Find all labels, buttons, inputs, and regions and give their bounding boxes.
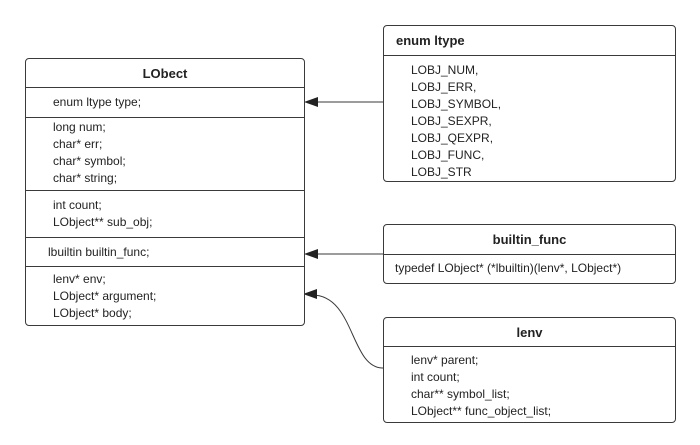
enum-ltype-values: LOBJ_NUM, LOBJ_ERR, LOBJ_SYMBOL, LOBJ_SE… [384, 56, 675, 181]
field-builtin-func: lbuiltin builtin_func; [48, 245, 150, 259]
field-body: LObject* body; [53, 306, 132, 320]
lobject-section-values: long num; char* err; char* symbol; char*… [26, 118, 304, 191]
arrowhead-builtin-func [304, 249, 318, 259]
enum-value: LOBJ_QEXPR, [411, 131, 494, 145]
arrowhead-enum-ltype [304, 97, 318, 107]
lobject-section-type: enum ltype type; [26, 88, 304, 118]
field-num: long num; [53, 120, 106, 134]
enum-ltype-title: enum ltype [384, 26, 675, 56]
lobject-section-builtin: lbuiltin builtin_func; [26, 238, 304, 267]
connector-lenv [311, 294, 384, 369]
lenv-fields: lenv* parent; int count; char** symbol_l… [384, 347, 675, 420]
lobject-title: LObect [26, 59, 304, 88]
lenv-box: lenv lenv* parent; int count; char** sym… [383, 317, 676, 423]
field-symbol: char* symbol; [53, 154, 126, 168]
lobject-box: LObect enum ltype type; long num; char* … [25, 58, 305, 326]
typedef-line: typedef LObject* (*lbuiltin)(lenv*, LObj… [395, 261, 622, 275]
field-err: char* err; [53, 137, 103, 151]
field-env: lenv* env; [53, 272, 106, 286]
field-type: enum ltype type; [53, 95, 142, 109]
enum-ltype-box: enum ltype LOBJ_NUM, LOBJ_ERR, LOBJ_SYMB… [383, 25, 676, 182]
lobject-section-children: int count; LObject** sub_obj; [26, 191, 304, 238]
lenv-field: LObject** func_object_list; [411, 404, 552, 418]
field-string: char* string; [53, 171, 118, 185]
enum-value: LOBJ_STR [411, 165, 472, 179]
field-argument: LObject* argument; [53, 289, 157, 303]
builtin-func-box: builtin_func typedef LObject* (*lbuiltin… [383, 224, 676, 284]
lenv-title: lenv [384, 318, 675, 347]
enum-value: LOBJ_ERR, [411, 80, 477, 94]
enum-value: LOBJ_SYMBOL, [411, 97, 502, 111]
field-sub-obj: LObject** sub_obj; [53, 215, 153, 229]
lenv-field: lenv* parent; [411, 353, 479, 367]
enum-value: LOBJ_NUM, [411, 63, 479, 77]
arrowhead-lenv [303, 289, 317, 299]
builtin-func-title: builtin_func [384, 225, 675, 255]
lenv-field: int count; [411, 370, 460, 384]
builtin-func-typedef: typedef LObject* (*lbuiltin)(lenv*, LObj… [384, 255, 675, 277]
field-count: int count; [53, 198, 102, 212]
lobject-section-function: lenv* env; LObject* argument; LObject* b… [26, 267, 304, 322]
enum-value: LOBJ_FUNC, [411, 148, 485, 162]
lenv-field: char** symbol_list; [411, 387, 510, 401]
enum-value: LOBJ_SEXPR, [411, 114, 492, 128]
